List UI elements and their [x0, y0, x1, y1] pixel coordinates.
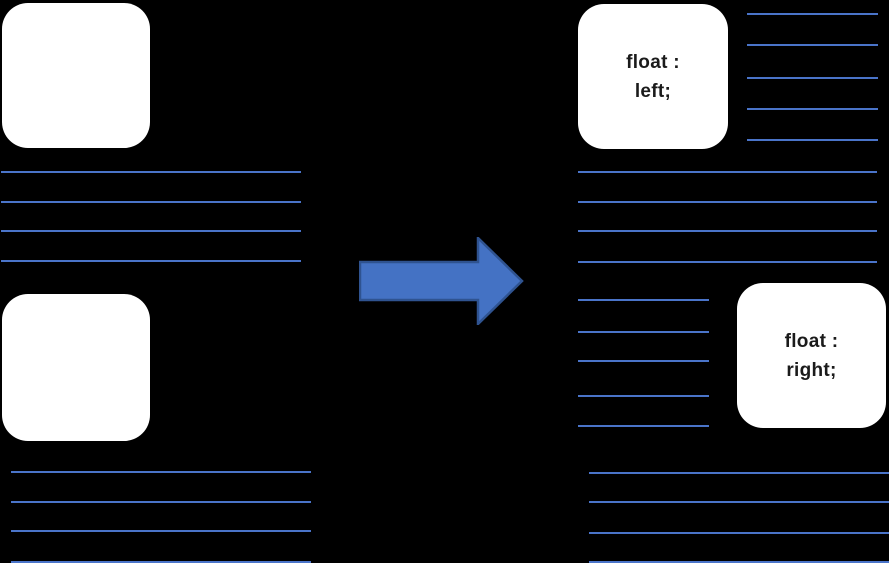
text-placeholder-line [578, 201, 877, 203]
text-placeholder-line [747, 139, 878, 141]
text-placeholder-line [1, 230, 301, 232]
text-placeholder-line [11, 561, 311, 563]
right-arrow-icon [359, 237, 524, 325]
text-placeholder-line [11, 471, 311, 473]
text-placeholder-line [747, 108, 878, 110]
text-placeholder-line [11, 501, 311, 503]
text-placeholder-line [589, 472, 889, 474]
text-placeholder-line [747, 77, 878, 79]
text-placeholder-line [589, 561, 889, 563]
text-placeholder-line [578, 261, 877, 263]
text-placeholder-line [11, 530, 311, 532]
text-placeholder-line [589, 532, 889, 534]
text-placeholder-line [578, 395, 709, 397]
float-left-label-line2: left; [634, 80, 672, 102]
float-right-label-line1: float : [784, 330, 839, 352]
float-left-label-line1: float : [626, 51, 680, 73]
text-placeholder-line [747, 44, 878, 46]
text-placeholder-line [747, 13, 878, 15]
text-placeholder-line [578, 425, 709, 427]
text-placeholder-line [589, 501, 889, 503]
text-placeholder-line [578, 360, 709, 362]
text-placeholder-line [1, 260, 301, 262]
float-right-label-line2: right; [786, 359, 837, 381]
float-right-box: float : right; [737, 283, 886, 428]
float-left-box: float : left; [578, 4, 728, 149]
block-element-bottom [2, 294, 150, 441]
text-placeholder-line [578, 299, 709, 301]
text-placeholder-line [578, 230, 877, 232]
text-placeholder-line [578, 171, 877, 173]
block-element-top [2, 3, 150, 148]
text-placeholder-line [578, 331, 709, 333]
text-placeholder-line [1, 171, 301, 173]
text-placeholder-line [1, 201, 301, 203]
